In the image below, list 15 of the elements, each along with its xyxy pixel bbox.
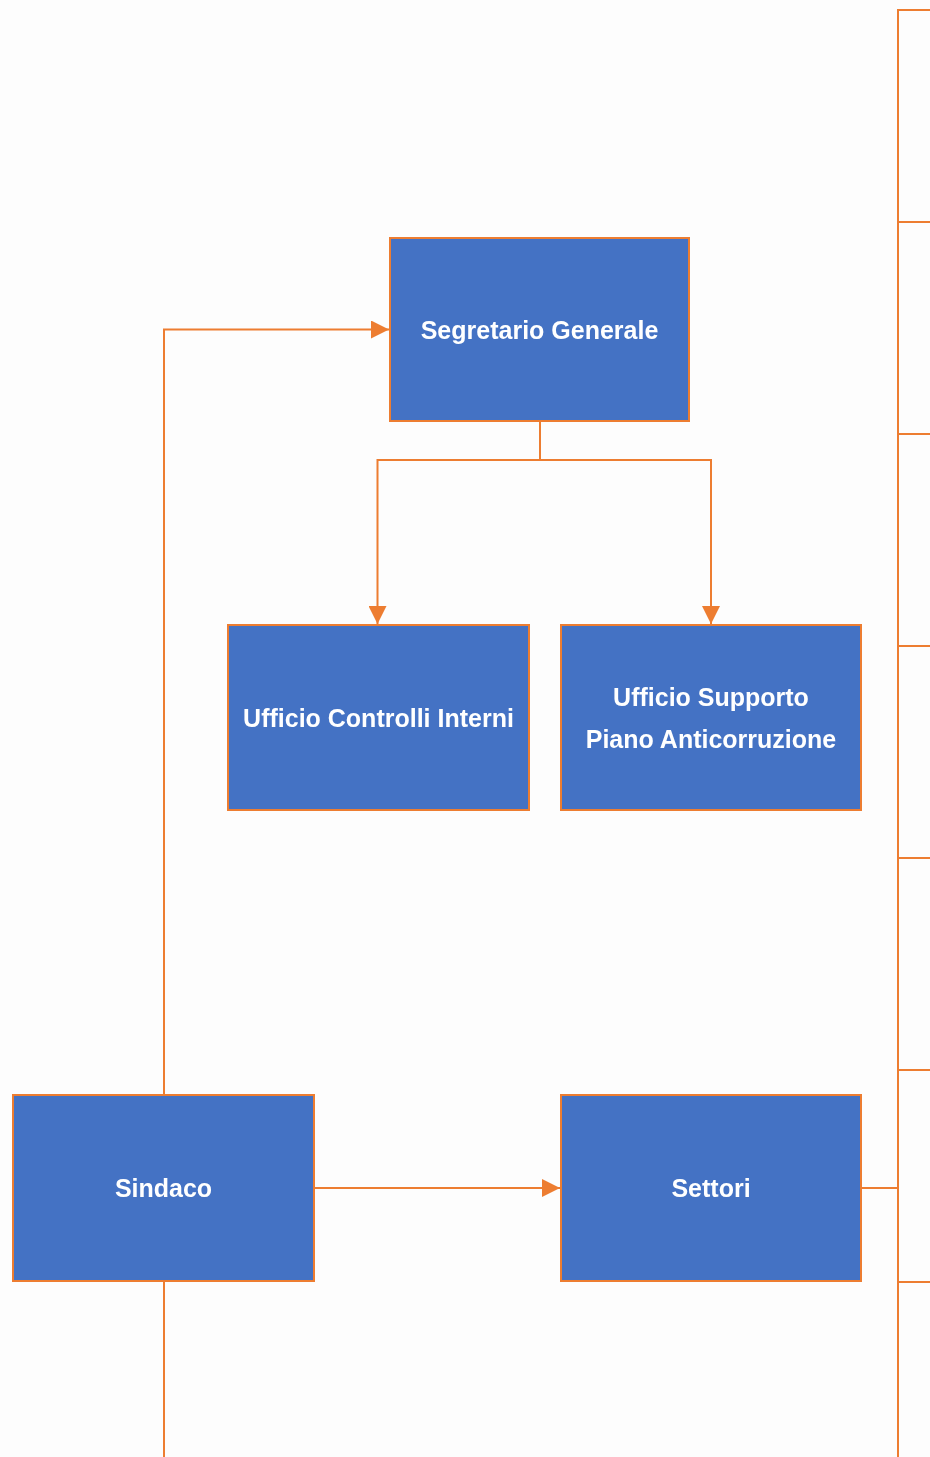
process-box [12, 1094, 315, 1282]
box-label: Settori [670, 1173, 752, 1204]
box-label: Segretario Generale [419, 314, 660, 346]
connector-line [861, 1187, 899, 1457]
box-label: Ufficio Supporto Piano Anticorruzione [584, 681, 838, 755]
connector-line [163, 1281, 165, 1457]
connector-line [314, 1179, 561, 1197]
box-label: Ufficio Controlli Interni [242, 702, 515, 734]
process-box [560, 1094, 862, 1282]
process-box [227, 624, 530, 811]
connector-line [163, 320, 390, 1095]
connector-line [539, 421, 720, 625]
process-box [389, 237, 690, 422]
process-box [560, 624, 862, 811]
box-label: Sindaco [113, 1173, 214, 1204]
